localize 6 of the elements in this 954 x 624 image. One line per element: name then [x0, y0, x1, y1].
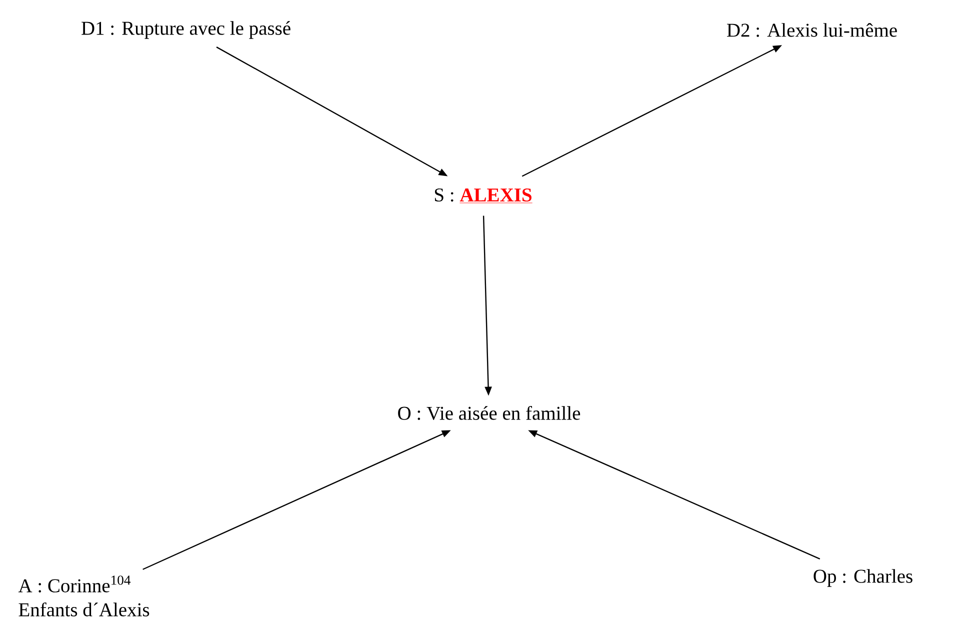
subject-label: S : ALEXIS — [435, 188, 533, 204]
role-label: Op : Charles — [814, 569, 912, 587]
role-label: D2 : Alexis lui-même — [727, 23, 897, 37]
role-label: A : Corinne$^{104}$ Enfants d´Alexis — [18, 576, 150, 616]
role-label: D1 : Rupture avec le passé — [82, 21, 290, 39]
object-label: O : Vie aisée en famille — [398, 406, 580, 420]
